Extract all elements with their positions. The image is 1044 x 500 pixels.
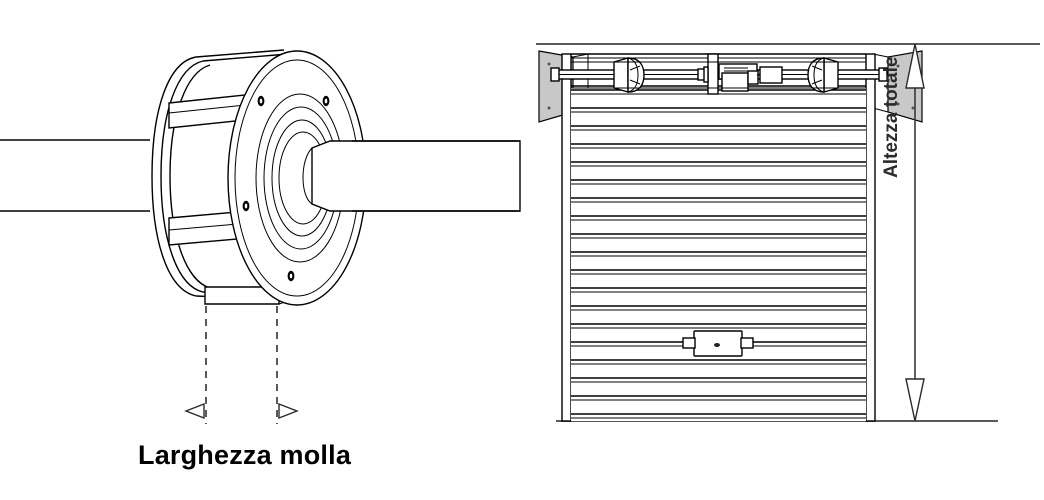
spring-barrel-right <box>807 57 839 93</box>
slat <box>571 377 866 383</box>
shaft-detail-lines <box>571 61 866 89</box>
slat <box>571 287 866 293</box>
slat <box>571 395 866 401</box>
bolt-hole <box>242 200 250 212</box>
dimension-label-total-height: Altezza totale <box>881 56 902 178</box>
dimension-arrows-spring-width <box>184 402 299 420</box>
slat <box>571 269 866 275</box>
slat <box>571 251 866 257</box>
slat <box>571 107 866 113</box>
slat <box>571 359 866 365</box>
slat <box>571 323 866 329</box>
dimension-line-total-height <box>905 43 925 422</box>
figure-spring-drum-assembly <box>0 49 521 424</box>
shutter-curtain <box>571 88 866 421</box>
central-support-bracket <box>697 53 719 95</box>
flange-bolt-holes <box>242 95 330 282</box>
shaft-left-segment <box>0 139 150 212</box>
shaft-right-segment <box>302 140 521 212</box>
shaft-right-edges <box>352 140 520 212</box>
bolt-hole <box>322 95 330 107</box>
drum-back-rim <box>151 56 211 297</box>
slat <box>571 179 866 185</box>
dimension-label-spring-width: Larghezza molla <box>138 440 352 470</box>
shutter-slats <box>571 89 866 419</box>
dimension-extension-lines-spring-width <box>205 306 278 424</box>
figure-rolling-shutter <box>536 43 1040 422</box>
central-drive-unit <box>718 63 783 92</box>
slat <box>571 305 866 311</box>
slat <box>571 413 866 419</box>
slat <box>571 161 866 167</box>
slat <box>571 125 866 131</box>
shutter-lock <box>682 330 754 357</box>
slat <box>571 143 866 149</box>
slat <box>571 233 866 239</box>
slat <box>571 197 866 203</box>
bolt-hole <box>257 95 265 107</box>
slat <box>571 215 866 221</box>
bolt-hole <box>287 270 295 282</box>
spring-barrel-left <box>613 57 645 93</box>
